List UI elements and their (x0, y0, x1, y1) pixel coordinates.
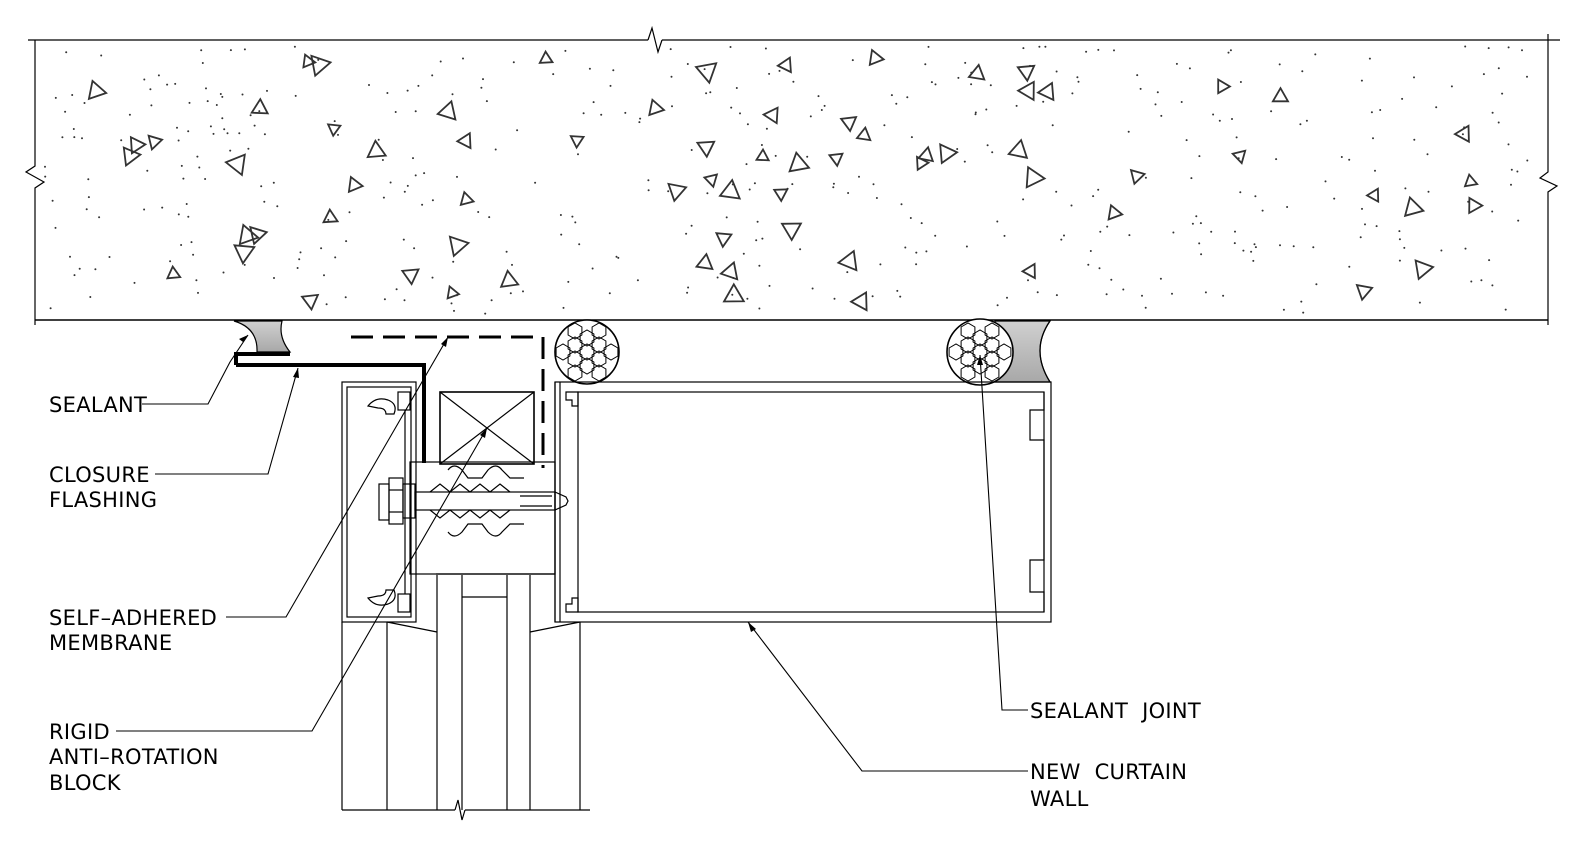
label-block: BLOCK (49, 771, 122, 795)
labels: SEALANT CLOSURE FLASHING SELF–ADHERED ME… (49, 393, 1201, 811)
label-self-adhered: SELF–ADHERED (49, 606, 217, 630)
leader-lines (116, 334, 1028, 772)
label-sealant-joint: SEALANT JOINT (1030, 699, 1201, 723)
label-sealant: SEALANT (49, 393, 147, 417)
label-flashing: FLASHING (49, 488, 157, 512)
left-sealant-bead (233, 320, 292, 353)
backer-rod-right (946, 318, 1014, 386)
label-wall: WALL (1030, 787, 1089, 811)
label-closure: CLOSURE (49, 463, 150, 487)
closure-flashing (234, 352, 426, 463)
self-adhered-membrane (351, 335, 545, 468)
label-rigid: RIGID (49, 720, 110, 744)
label-new-curtain: NEW CURTAIN (1030, 760, 1187, 784)
label-membrane: MEMBRANE (49, 631, 172, 655)
concrete-slab (24, 25, 1560, 325)
anchor-bolt (378, 465, 569, 537)
concrete-aggregate-pattern (44, 45, 1529, 315)
curtain-wall-frame (341, 381, 1052, 821)
label-anti-rotation: ANTI–ROTATION (49, 745, 219, 769)
backer-rod-left (554, 319, 620, 385)
